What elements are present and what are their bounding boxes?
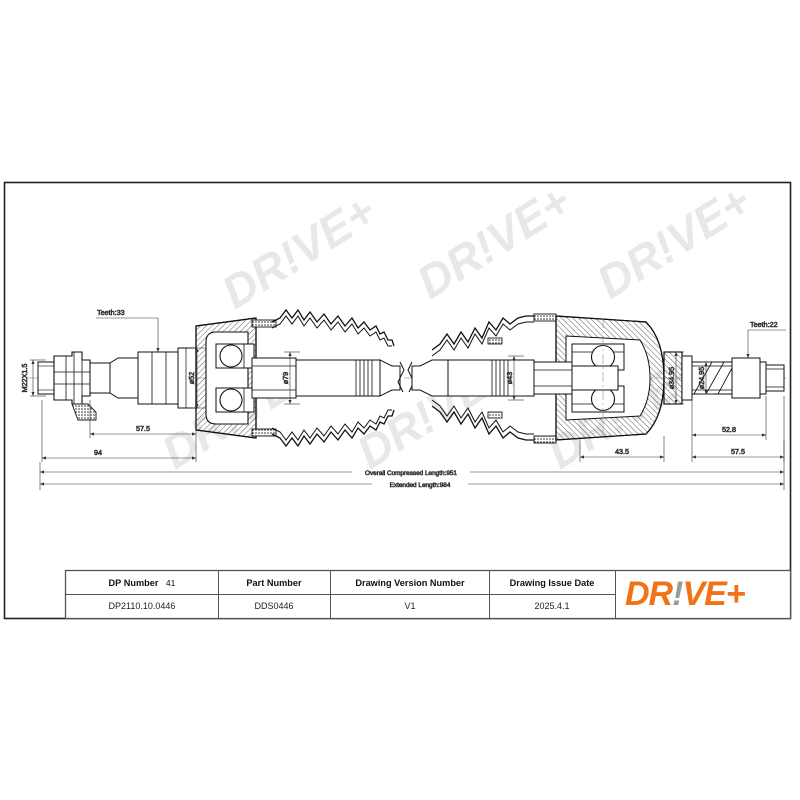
dim-right-57-5: 57.5 [691, 396, 785, 462]
dim-diameter-79: ø79 [281, 351, 300, 405]
right-cv-joint [533, 315, 665, 441]
brand-logo-dr: DR [625, 575, 674, 613]
dim-label-left-57-5: 57.5 [136, 424, 150, 433]
left-cv-boot [271, 308, 395, 448]
dim-label-teeth-33: Teeth:33 [97, 308, 125, 317]
intermediate-shaft-right [411, 359, 535, 397]
dim-label-d52: ø52 [187, 372, 196, 384]
dim-overall-lengths: Overall Compressed Length:951 Extended L… [39, 440, 785, 490]
axle-shaft-assembly [26, 308, 786, 448]
dim-left-94: 94 [41, 400, 197, 462]
dim-label-d24-95: ø24.95 [697, 367, 706, 389]
title-block-header-dp-number: DP Number 41 [109, 573, 176, 590]
right-boot-clamps [487, 313, 557, 444]
dim-label-right-57-5: 57.5 [731, 447, 745, 456]
brand-logo-ve: VE [682, 575, 728, 613]
right-output-spline [663, 351, 785, 405]
title-block-header-issue-date: Drawing Issue Date [510, 578, 595, 588]
title-block-value-issue-date: 2025.4.1 [534, 601, 569, 611]
dim-label-d79: ø79 [281, 372, 290, 384]
dim-label-43-5: 43.5 [615, 447, 629, 456]
intermediate-shaft-left [295, 359, 401, 397]
dim-label-d34-95: ø34.95 [667, 367, 676, 389]
title-block-value-dp-number: DP2110.10.0446 [109, 601, 176, 611]
right-cv-boot [431, 315, 534, 441]
watermark-text: DR!VE+ [588, 174, 760, 308]
dim-43-5: 43.5 [579, 436, 665, 462]
left-cv-joint [195, 317, 297, 439]
dim-label-extended-length: Extended Length:984 [390, 482, 451, 489]
left-spline-shaft [89, 347, 197, 409]
brand-logo-text: DR!VE+ [625, 575, 746, 613]
title-block-header-version: Drawing Version Number [355, 578, 465, 588]
dim-label-left-94: 94 [94, 448, 102, 457]
dim-thread-m22: M22X1.5 [20, 359, 46, 397]
dim-label-teeth-22: Teeth:22 [750, 320, 778, 329]
dim-52-8: 52.8 [691, 396, 767, 440]
dim-diameter-24-95: ø24.95 [697, 361, 714, 395]
title-block: DP Number 41 DP2110.10.0446 Part Number … [64, 569, 792, 620]
header-suffix-dp-number: 41 [166, 578, 176, 588]
dim-diameter-34-95: ø34.95 [667, 351, 684, 405]
brand-logo-bang: ! [672, 575, 683, 613]
watermark-text: DR!VE+ [408, 174, 580, 308]
dim-label-m22: M22X1.5 [20, 364, 29, 393]
title-block-header-part-number: Part Number [246, 578, 302, 588]
dimension-layer: M22X1.5 Teeth:33 ø52 [20, 308, 786, 490]
title-block-value-part-number: DDS0446 [254, 601, 293, 611]
brand-logo-plus: + [726, 575, 746, 613]
brand-logo: DR!VE+ [625, 575, 747, 613]
watermark-text: DR!VE+ [213, 184, 385, 318]
left-threaded-nut [37, 351, 97, 421]
dim-teeth-33: Teeth:33 [96, 308, 160, 352]
header-text-dp-number: DP Number [109, 578, 159, 588]
dim-label-compressed-length: Overall Compressed Length:951 [365, 470, 457, 477]
dim-teeth-22: Teeth:22 [746, 320, 786, 358]
dim-left-57-5: 57.5 [89, 400, 197, 438]
dim-diameter-43: ø43 [505, 355, 524, 401]
dim-diameter-52: ø52 [187, 347, 206, 409]
title-block-value-version: V1 [404, 601, 415, 611]
dim-label-52-8: 52.8 [722, 425, 736, 434]
dim-label-d43: ø43 [505, 372, 514, 384]
